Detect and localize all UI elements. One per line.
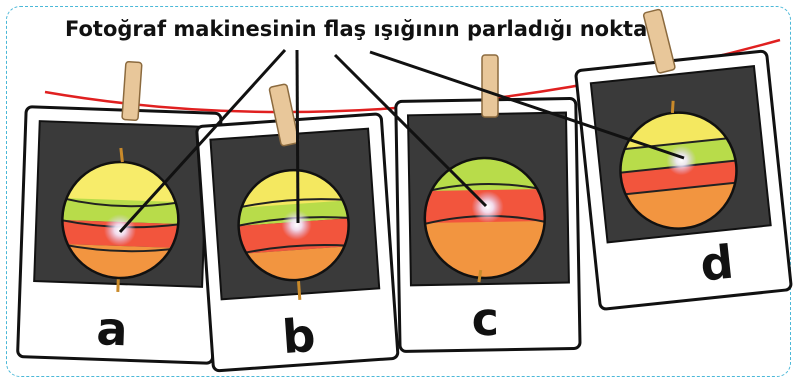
photo-d: d bbox=[574, 49, 793, 311]
clothespin bbox=[268, 83, 300, 147]
clothespin bbox=[481, 54, 499, 118]
photo-c: c bbox=[394, 97, 582, 353]
photo-b: b bbox=[195, 112, 400, 373]
leader-lines bbox=[118, 48, 685, 234]
photo-b-label: b bbox=[281, 308, 318, 364]
flash-point bbox=[281, 209, 312, 240]
photo-a: a bbox=[16, 105, 223, 365]
photo-d-label: d bbox=[698, 235, 736, 292]
dashed-border bbox=[6, 6, 791, 377]
clothespin bbox=[121, 60, 143, 122]
flash-point bbox=[666, 145, 697, 176]
clothespin bbox=[642, 8, 676, 74]
caption: Fotoğraf makinesinin flaş ışığının parla… bbox=[65, 17, 647, 41]
photo-a-label: a bbox=[96, 301, 129, 356]
photo-c-label: c bbox=[471, 292, 499, 346]
